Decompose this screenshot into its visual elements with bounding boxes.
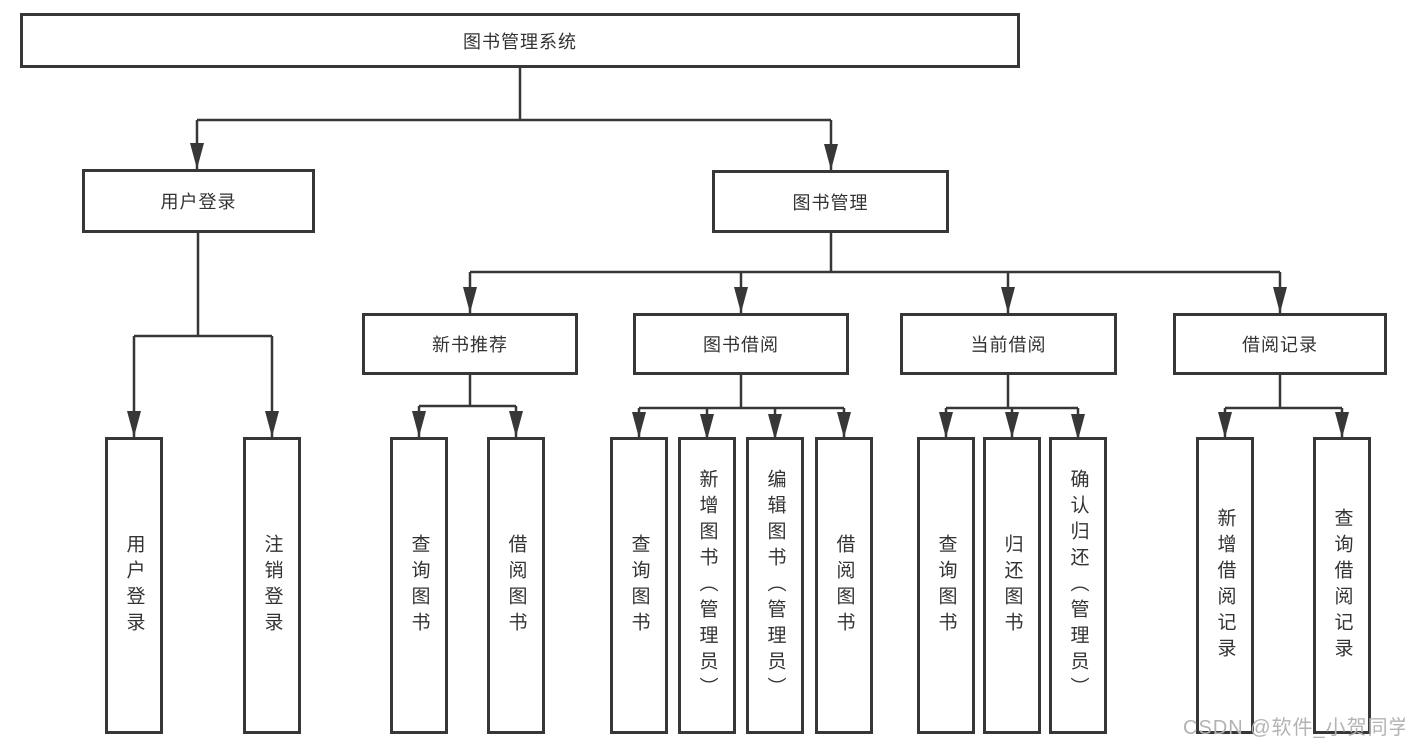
leaf-label: 新增借阅记录 bbox=[1214, 507, 1236, 664]
node-label: 图书管理 bbox=[792, 192, 869, 213]
node-new-book-recommend: 新书推荐 bbox=[362, 313, 578, 375]
leaf-label: 归还图书 bbox=[1001, 533, 1023, 638]
leaf-add-books-admin: 新增图书（管理员） bbox=[678, 437, 736, 734]
node-book-management: 图书管理 bbox=[712, 170, 949, 233]
leaf-edit-books-admin: 编辑图书（管理员） bbox=[746, 437, 804, 734]
leaf-query-books-recommend: 查询图书 bbox=[390, 437, 448, 734]
leaf-label: 注销登录 bbox=[261, 533, 283, 638]
leaf-label: 借阅图书 bbox=[505, 533, 527, 638]
leaf-label: 新增图书（管理员） bbox=[696, 468, 718, 703]
node-user-login: 用户登录 bbox=[82, 169, 315, 233]
leaf-label: 查询图书 bbox=[628, 533, 650, 638]
leaf-borrow-books: 借阅图书 bbox=[815, 437, 873, 734]
node-label: 图书借阅 bbox=[703, 335, 779, 355]
leaf-logout: 注销登录 bbox=[243, 437, 301, 734]
node-book-borrow: 图书借阅 bbox=[633, 313, 849, 375]
leaf-query-books-current: 查询图书 bbox=[917, 437, 975, 734]
csdn-watermark: CSDN @软件_小贺同学 bbox=[1183, 717, 1405, 739]
node-borrow-record: 借阅记录 bbox=[1173, 313, 1387, 375]
node-current-borrow: 当前借阅 bbox=[900, 313, 1117, 375]
leaf-label: 查询图书 bbox=[408, 533, 430, 638]
leaf-label: 借阅图书 bbox=[833, 533, 855, 638]
leaf-return-books: 归还图书 bbox=[983, 437, 1041, 734]
node-label: 借阅记录 bbox=[1242, 335, 1318, 355]
leaf-confirm-return-admin: 确认归还（管理员） bbox=[1049, 437, 1107, 734]
leaf-label: 编辑图书（管理员） bbox=[764, 468, 786, 703]
leaf-label: 用户登录 bbox=[123, 533, 145, 638]
leaf-label: 查询借阅记录 bbox=[1331, 507, 1353, 664]
leaf-borrow-books-recommend: 借阅图书 bbox=[487, 437, 545, 734]
node-label: 当前借阅 bbox=[970, 335, 1047, 355]
leaf-label: 查询图书 bbox=[935, 533, 957, 638]
leaf-query-books-borrow: 查询图书 bbox=[610, 437, 668, 734]
node-label: 用户登录 bbox=[160, 192, 237, 212]
leaf-label: 确认归还（管理员） bbox=[1067, 468, 1089, 703]
node-label: 图书管理系统 bbox=[463, 31, 577, 52]
leaf-user-login: 用户登录 bbox=[105, 437, 163, 734]
leaf-add-borrow-record: 新增借阅记录 bbox=[1196, 437, 1254, 734]
leaf-query-borrow-record: 查询借阅记录 bbox=[1313, 437, 1371, 734]
node-library-management-system: 图书管理系统 bbox=[20, 13, 1020, 68]
node-label: 新书推荐 bbox=[432, 335, 508, 355]
